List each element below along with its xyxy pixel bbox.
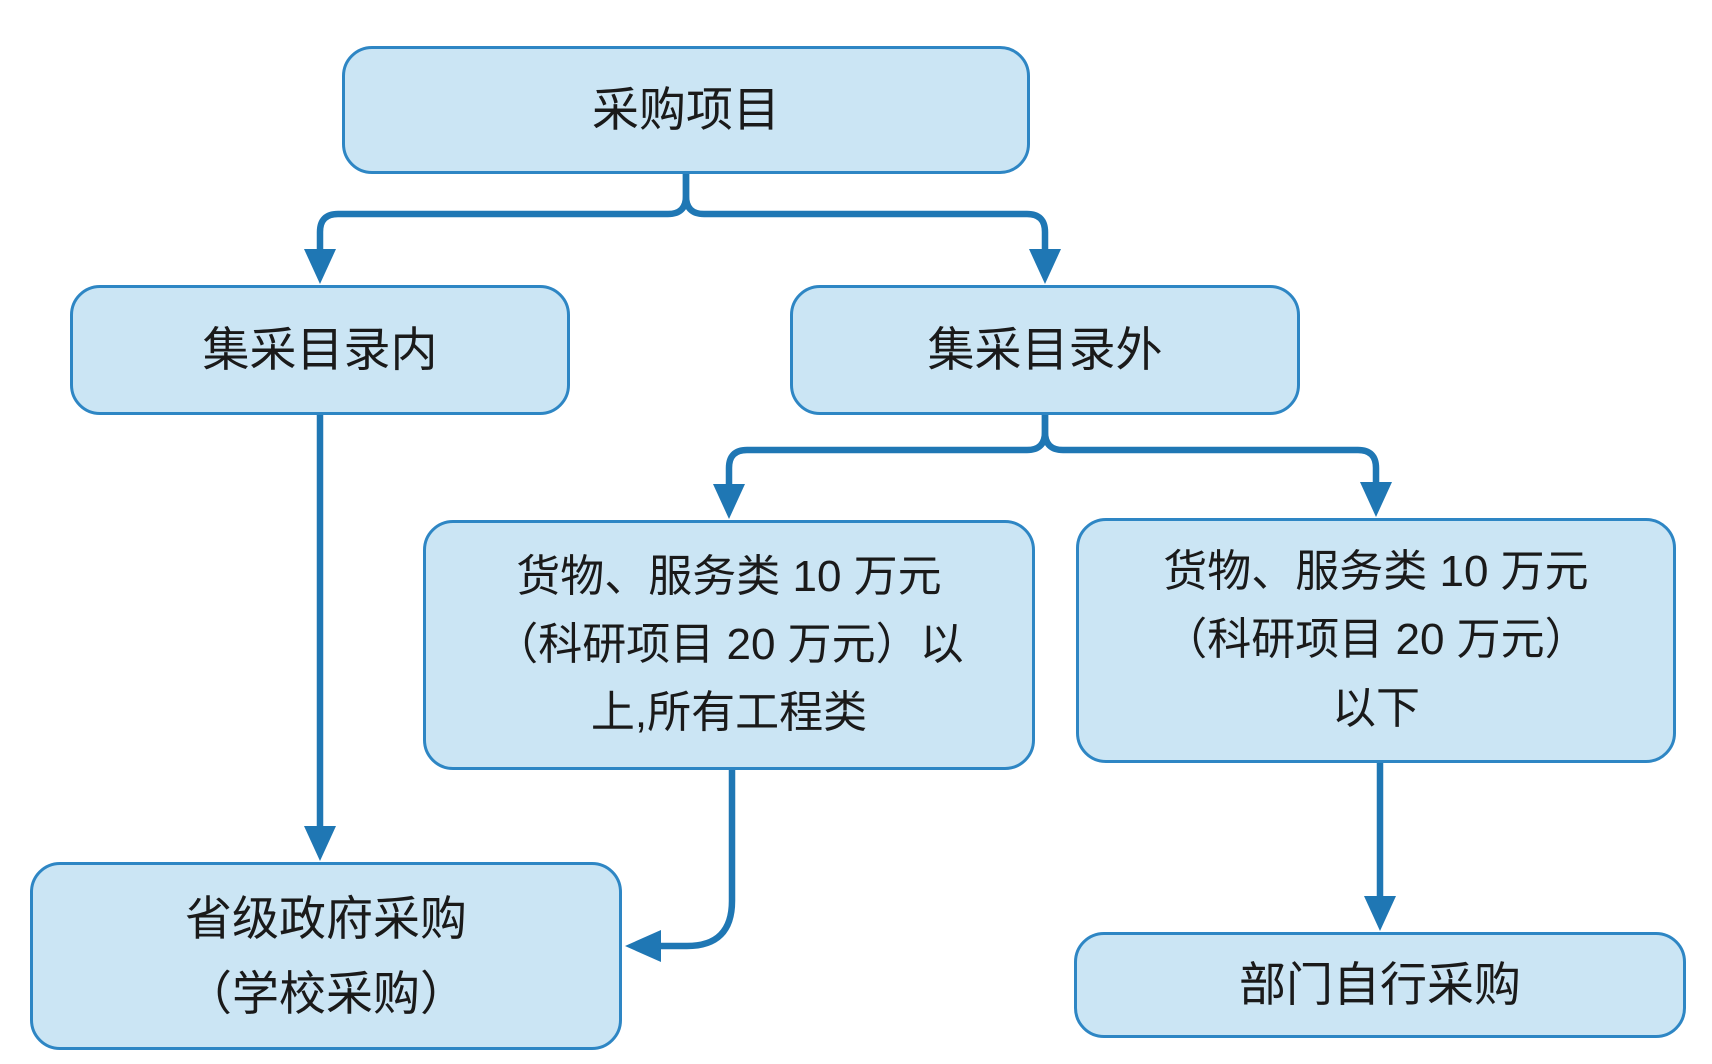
arrowhead-below-threshold <box>1360 482 1392 517</box>
arrowhead-provincial-top <box>304 826 336 861</box>
node-label-line: 上,所有工程类 <box>590 688 868 738</box>
node-label-line: （学校采购） <box>185 967 467 1020</box>
node-label-line: 货物、服务类 10 万元 <box>516 551 942 601</box>
edge-above-to-provincial <box>659 770 736 950</box>
node-label-line: （科研项目 20 万元）以 <box>494 619 964 669</box>
node-label: 集采目录外 <box>927 322 1163 376</box>
node-in-centralized-catalog: 集采目录内 <box>70 285 570 415</box>
node-label: 采购项目 <box>592 82 780 136</box>
node-label: 集采目录内 <box>202 322 438 376</box>
node-department-self-procurement: 部门自行采购 <box>1074 932 1686 1038</box>
node-provincial-government-procurement: 省级政府采购 （学校采购） <box>30 862 622 1050</box>
edge-out-catalog-to-above <box>725 415 1049 486</box>
node-procurement-project: 采购项目 <box>342 46 1030 174</box>
edge-root-to-out-catalog <box>682 174 1049 251</box>
arrowhead-department <box>1364 896 1396 931</box>
arrowhead-provincial-side <box>625 930 661 962</box>
node-label-line: 以下 <box>1332 683 1420 733</box>
edge-out-catalog-to-below <box>1041 415 1380 486</box>
node-label-line: （科研项目 20 万元） <box>1163 615 1589 665</box>
node-label-line: 货物、服务类 10 万元 <box>1163 547 1589 597</box>
node-above-threshold: 货物、服务类 10 万元 （科研项目 20 万元）以 上,所有工程类 <box>423 520 1035 770</box>
node-outside-centralized-catalog: 集采目录外 <box>790 285 1300 415</box>
node-label: 部门自行采购 <box>1239 957 1521 1011</box>
edge-root-to-in-catalog <box>316 174 690 251</box>
arrowhead-out-catalog <box>1029 249 1061 284</box>
arrowhead-in-catalog <box>304 249 336 284</box>
node-below-threshold: 货物、服务类 10 万元 （科研项目 20 万元） 以下 <box>1076 518 1676 763</box>
arrowhead-above-threshold <box>713 484 745 519</box>
node-label-line: 省级政府采购 <box>185 891 467 945</box>
